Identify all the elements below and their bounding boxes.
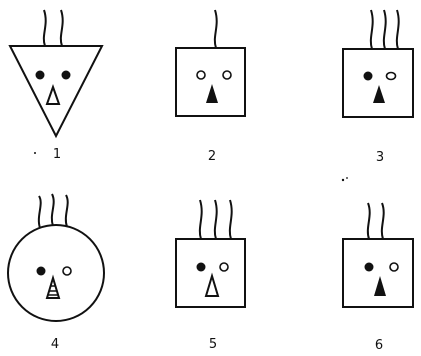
hair-strand: [366, 202, 371, 240]
hair-strand: [395, 9, 400, 50]
nose: [204, 272, 220, 297]
triangle-face: [8, 45, 104, 139]
left-eye: [196, 70, 206, 80]
right-eye: [62, 266, 72, 276]
right-eye: [61, 70, 71, 80]
square-face: [175, 47, 246, 117]
hair-strand: [382, 9, 387, 50]
nose: [45, 83, 61, 105]
left-eye: [196, 262, 206, 272]
hair-strand: [213, 199, 218, 240]
square-face: [342, 48, 414, 118]
figure-label: 6: [374, 338, 384, 353]
nose: [374, 276, 386, 296]
circle-face: [7, 224, 105, 322]
figure-label: 4: [50, 337, 60, 352]
scan-speck: [341, 178, 345, 182]
nose: [206, 84, 218, 103]
hair-strand: [50, 193, 55, 227]
right-eye: [222, 70, 232, 80]
nose: [45, 274, 61, 299]
left-eye: [364, 262, 374, 272]
figure-label: 5: [208, 337, 218, 352]
figure-label: 2: [207, 149, 217, 164]
hair-strand: [64, 194, 69, 228]
hair-strand: [198, 199, 203, 240]
figure-4: [7, 193, 105, 322]
right-eye: [219, 262, 229, 272]
scan-speck: [34, 152, 36, 154]
figure-6: [342, 202, 414, 308]
hair-strand: [228, 199, 233, 240]
figure-3: [342, 9, 414, 118]
figure-1: [8, 9, 104, 139]
hair-strand: [369, 9, 374, 50]
hair-strand: [37, 195, 42, 229]
hair-strand: [59, 9, 64, 47]
figure-label: 3: [375, 150, 385, 165]
figure-label: 1: [52, 147, 62, 162]
nose: [373, 85, 385, 103]
square-face: [342, 238, 414, 308]
scan-speck: [346, 177, 348, 179]
right-eye: [385, 71, 397, 81]
left-eye: [35, 70, 45, 80]
figure-5: [175, 199, 246, 308]
figure-2: [175, 9, 246, 117]
left-eye: [363, 71, 373, 81]
hair-strand: [380, 202, 385, 240]
hair-strand: [213, 9, 218, 49]
right-eye: [389, 262, 399, 272]
hair-strand: [42, 9, 47, 47]
left-eye: [36, 266, 46, 276]
